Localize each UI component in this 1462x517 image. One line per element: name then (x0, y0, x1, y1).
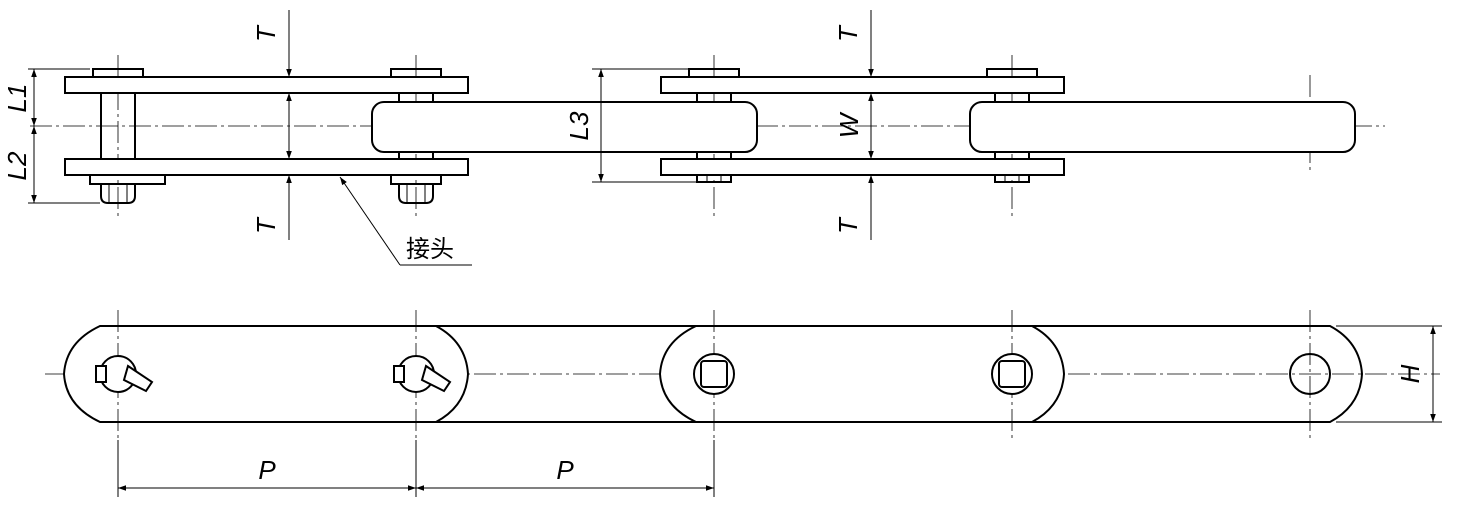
outer-plate-side (62, 325, 470, 423)
dim-label-P: P (258, 455, 276, 485)
dim-label-L1: L1 (2, 84, 32, 113)
pin-end (100, 184, 136, 204)
outer-plate-side (658, 325, 1066, 423)
pin-retainer (89, 174, 166, 185)
pin-shank (398, 151, 434, 160)
outer-plate-top (64, 76, 469, 94)
side-view: H P P (45, 310, 1442, 497)
joint-leader (339, 176, 401, 266)
pin-head (688, 68, 740, 78)
pin-retainer (390, 174, 442, 185)
pin-shank (100, 92, 136, 160)
dim-label-T-bottom: T (251, 216, 281, 234)
inner-link-outline (416, 325, 1364, 423)
pin-retainer (696, 174, 732, 183)
pin-shank (994, 151, 1030, 160)
outer-plate-bottom (64, 158, 469, 176)
dim-label-T-top: T (251, 24, 281, 42)
pin-head (390, 68, 442, 78)
rivet-pin (991, 353, 1033, 395)
outer-plate-bottom (660, 158, 1065, 176)
inner-link (371, 101, 758, 153)
joint-label: 接头 (406, 235, 454, 263)
bushing-hole (1289, 353, 1331, 395)
dim-label-W: W (834, 111, 864, 138)
rivet-pin (693, 353, 735, 395)
pin-retainer (994, 174, 1030, 183)
outer-plate-top (660, 76, 1065, 94)
joint-pin (95, 355, 154, 393)
dim-label-H: H (1395, 364, 1425, 383)
joint-pin (393, 355, 452, 393)
pin-shank (696, 151, 732, 160)
dim-label-T-top: T (833, 24, 863, 42)
inner-link (969, 101, 1356, 153)
dim-label-L3: L3 (564, 111, 594, 140)
pin-shank (994, 92, 1030, 103)
pin-end (398, 184, 434, 204)
dim-label-P: P (556, 455, 574, 485)
pin-shank (696, 92, 732, 103)
pin-shank (398, 92, 434, 103)
dim-label-L2: L2 (2, 151, 32, 180)
pin-head (92, 68, 144, 78)
top-view: L1 L2 T T T W T L3 接头 (2, 10, 1385, 266)
dim-label-T-bottom: T (833, 216, 863, 234)
pin-head (986, 68, 1038, 78)
